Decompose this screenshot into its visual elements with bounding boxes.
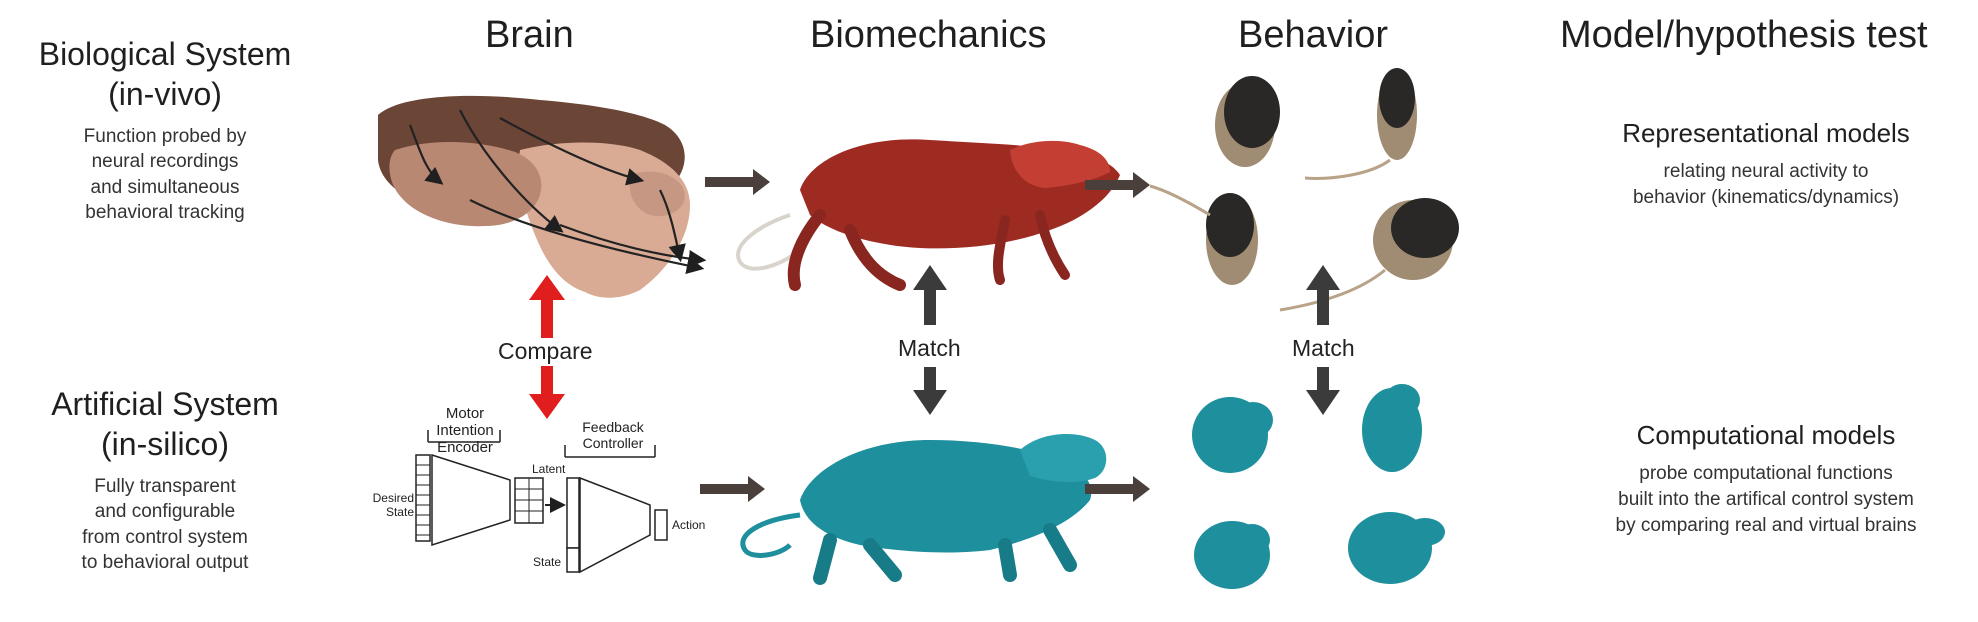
projection-path-3 (499, 117, 645, 186)
action-layer (654, 509, 668, 541)
match-biomech-arrow-down (913, 367, 947, 415)
artificial-system-label: Artificial System (in-silico) Fully tran… (0, 384, 330, 575)
projection-path-4 (469, 199, 705, 275)
real-rat-4 (1279, 198, 1459, 312)
real-rat-1 (1215, 76, 1280, 167)
encoder-label: Motor Intention Encoder (436, 405, 494, 456)
match-behavior-arrow-down (1306, 367, 1340, 415)
match-arrows (913, 265, 1340, 415)
compare-label: Compare (498, 338, 593, 364)
network-to-virtual-arrow (700, 476, 765, 502)
brain-cerebellum (389, 141, 542, 227)
virtual-rat-2 (1362, 384, 1422, 472)
brain-illustration (378, 95, 707, 298)
match-biomech-arrow-up (913, 265, 947, 325)
virtual-rat-4 (1348, 512, 1445, 584)
artificial-title: Artificial System (in-silico) (51, 386, 279, 462)
projection-path-1 (408, 124, 444, 185)
virtual-legs (813, 523, 1077, 585)
heading-model-test: Model/hypothesis test (1560, 14, 1928, 56)
biological-description: Function probed by neural recordings and… (83, 126, 247, 223)
projection-path-6 (659, 189, 686, 263)
biological-title: Biological System (in-vivo) (38, 36, 292, 112)
real-rat-3 (1149, 184, 1258, 285)
musculoskeletal-rat (736, 139, 1120, 291)
virtual-body (800, 440, 1092, 553)
virtual-to-behavior-arrow (1085, 476, 1150, 502)
heading-behavior: Behavior (1238, 14, 1388, 56)
biomech-to-behavior-arrow (1085, 172, 1150, 198)
computational-title: Computational models (1636, 420, 1896, 450)
controller-label: Feedback Controller (582, 419, 644, 451)
encoder-bracket (427, 430, 501, 443)
match-biomechanics-label: Match (898, 335, 961, 361)
biological-system-label: Biological System (in-vivo) Function pro… (0, 34, 330, 225)
computational-description: probe computational functions built into… (1615, 463, 1917, 537)
state-label: State (533, 555, 562, 569)
heading-biomechanics: Biomechanics (810, 14, 1047, 56)
policy-network-diagram (415, 430, 668, 574)
virtual-rat-1 (1192, 397, 1273, 473)
virtual-tail (740, 512, 801, 558)
brain-midbrain (518, 142, 690, 298)
virtual-rodent (740, 434, 1107, 585)
desired-state-label: Desired State (372, 491, 414, 519)
real-rat-2 (1304, 68, 1417, 180)
match-behavior-label: Match (1292, 335, 1355, 361)
flow-arrows (700, 169, 1150, 502)
controller-trapezoid (579, 476, 651, 574)
state-input-layer (566, 547, 580, 573)
heading-brain: Brain (485, 14, 574, 56)
encoder-trapezoid (431, 453, 511, 547)
virtual-head (1020, 434, 1107, 483)
virtual-rat-3 (1194, 521, 1270, 589)
rat-hindleg (787, 209, 906, 291)
compare-arrows (529, 275, 565, 419)
rat-head-muscle (1010, 140, 1110, 188)
rat-foreleg (992, 210, 1070, 285)
representational-title: Representational models (1622, 118, 1910, 148)
controller-input-layer (566, 477, 580, 549)
projection-path-2 (459, 109, 564, 233)
latent-label: Latent (532, 462, 566, 476)
computational-models: Computational models probe computational… (1560, 420, 1972, 540)
rat-tail (736, 213, 802, 271)
compare-arrow-up (529, 275, 565, 338)
brain-to-biomech-arrow (705, 169, 770, 195)
desired-state-layer (415, 454, 431, 542)
controller-bracket (564, 445, 656, 458)
artificial-description: Fully transparent and configurable from … (81, 476, 249, 573)
representational-description: relating neural activity to behavior (ki… (1632, 161, 1900, 209)
representational-models: Representational models relating neural … (1560, 118, 1972, 211)
action-label: Action (672, 518, 706, 532)
behavior-real-rats (1149, 68, 1459, 312)
match-behavior-arrow-up (1306, 265, 1340, 325)
behavior-virtual-rats (1192, 384, 1445, 589)
compare-arrow-down (529, 366, 565, 419)
